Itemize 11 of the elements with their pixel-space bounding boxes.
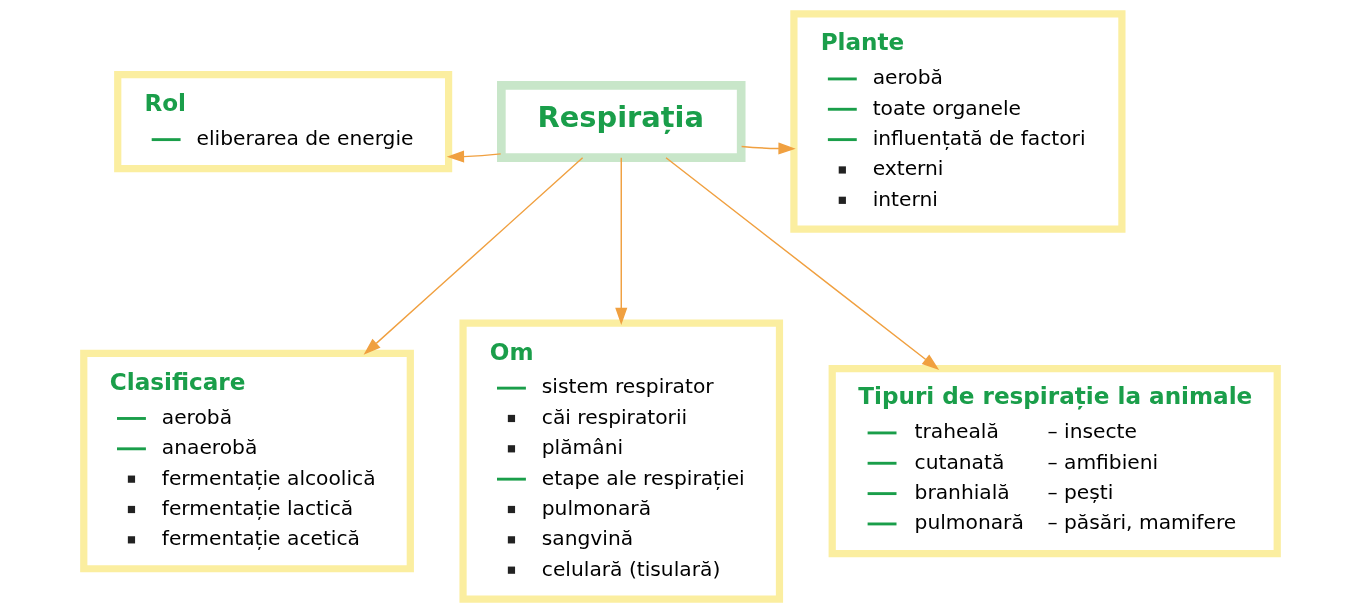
node-box: Plante aerobă toate organele influențată de factori externi interni [790, 10, 1126, 233]
node-box: Rol eliberarea de energie [114, 71, 453, 173]
node-box: Clasificare aerobă anaerobă fermentație alcoolică fermentație lactică fermentație acetică [80, 349, 414, 573]
arrow [363, 157, 584, 355]
node-box: Tipuri de respirație la animale traheală – insecte cutanată – amfibieni branhială – pești pulmonară – păsări, mamifere [828, 365, 1281, 558]
arrow [615, 157, 628, 326]
node-box: Om sistem respirator căi respiratorii plămâni etape ale respirației pulmonară sangvină celulară (tisulară) [459, 319, 784, 603]
node-box: Respirația [497, 81, 746, 162]
arrow [740, 142, 796, 155]
arrow [665, 157, 940, 370]
arrow [446, 150, 502, 163]
